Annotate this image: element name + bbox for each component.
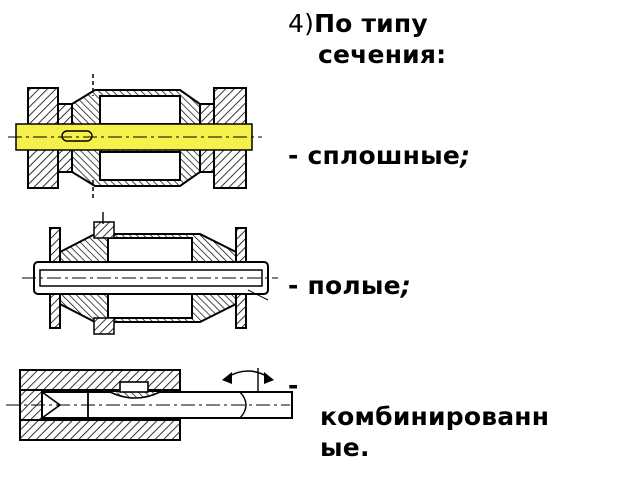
- list-item-combined: - комбинированн ые.: [288, 370, 549, 463]
- heading-line1: По типу: [314, 9, 428, 38]
- solid-shaft-drawing: [8, 74, 262, 200]
- list-punct: ;: [460, 141, 471, 170]
- list-dash: -: [288, 371, 299, 400]
- list-item-hollow: - полые;: [288, 270, 411, 301]
- heading-number: 4): [288, 9, 315, 38]
- list-item-label: полые: [307, 271, 401, 300]
- list-item-label: сплошные: [307, 141, 461, 170]
- section-heading: 4)По типу сечения:: [288, 8, 446, 70]
- hollow-shaft-drawing: [22, 212, 278, 335]
- heading-line2: сечения:: [318, 40, 447, 69]
- list-item-label-part2-wrap: ые.: [288, 432, 549, 463]
- list-punct: .: [359, 433, 370, 462]
- combined-shaft-drawing: [6, 368, 293, 441]
- list-dash: -: [288, 141, 308, 170]
- list-item-solid: - сплошные;: [288, 140, 470, 171]
- list-dash: -: [288, 271, 308, 300]
- list-item-label-part2: ые: [320, 433, 360, 462]
- list-punct: ;: [400, 271, 412, 300]
- list-item-label-part1: комбинированн: [320, 402, 550, 431]
